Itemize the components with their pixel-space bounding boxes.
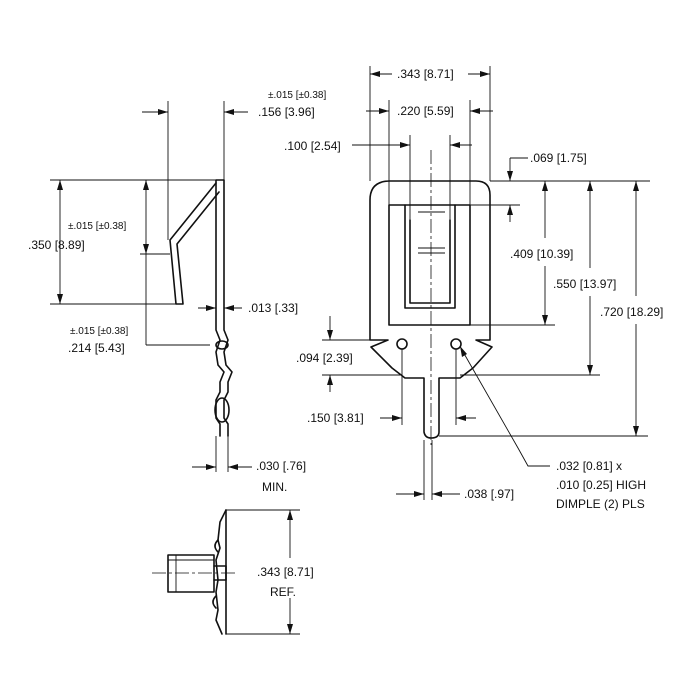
- side-offset-label: .156 [3.96]: [258, 105, 315, 119]
- dimple-note-line3: DIMPLE (2) PLS: [556, 497, 645, 511]
- height-094-label: .094 [2.39]: [296, 351, 353, 365]
- side-view: [50, 101, 252, 472]
- bottom-view-bumps: [212, 539, 219, 609]
- ref-label: REF.: [270, 585, 296, 599]
- min-label: MIN.: [262, 480, 287, 494]
- front-view-frame: [388, 204, 471, 326]
- front-view-dimple-left: [396, 338, 408, 350]
- width-150-label: .150 [3.81]: [307, 411, 364, 425]
- front-view: [322, 66, 650, 500]
- bottom-view-barrel: [167, 554, 215, 593]
- side-view-spring-arm: [169, 182, 220, 305]
- bottom-height-label: .343 [8.71]: [257, 565, 314, 579]
- height-720-label: .720 [18.29]: [600, 305, 663, 319]
- front-view-dimple-right: [450, 338, 462, 350]
- min-width-label: .030 [.76]: [256, 459, 306, 473]
- inner-width-label: .220 [5.59]: [397, 104, 454, 118]
- tab-width-label: .038 [.97]: [464, 487, 514, 501]
- slot-width-label: .100 [2.54]: [284, 139, 341, 153]
- thickness-label: .013 [.33]: [248, 301, 298, 315]
- height-550-label: .550 [13.97]: [553, 277, 616, 291]
- side-lower-tolerance: ±.015 [±0.38]: [70, 326, 128, 337]
- top-width-label: .343 [8.71]: [397, 67, 454, 81]
- side-height-tolerance: ±.015 [±0.38]: [68, 221, 126, 232]
- bottom-view-strip: [215, 509, 227, 635]
- height-409-label: .409 [10.39]: [510, 247, 573, 261]
- front-view-tongue-inner: [409, 219, 451, 304]
- top-offset-label: .069 [1.75]: [530, 151, 587, 165]
- side-view-dimple: [215, 340, 229, 350]
- front-view-tongue: [404, 204, 456, 309]
- side-lower-label: .214 [5.43]: [68, 341, 125, 355]
- bottom-view: [152, 509, 300, 635]
- side-height-label: .350 [8.89]: [28, 238, 85, 252]
- dimple-note-line1: .032 [0.81] x: [556, 459, 622, 473]
- side-view-bump: [214, 397, 230, 423]
- dimple-note-line2: .010 [0.25] HIGH: [556, 478, 646, 492]
- side-tolerance-top: ±.015 [±0.38]: [268, 90, 326, 101]
